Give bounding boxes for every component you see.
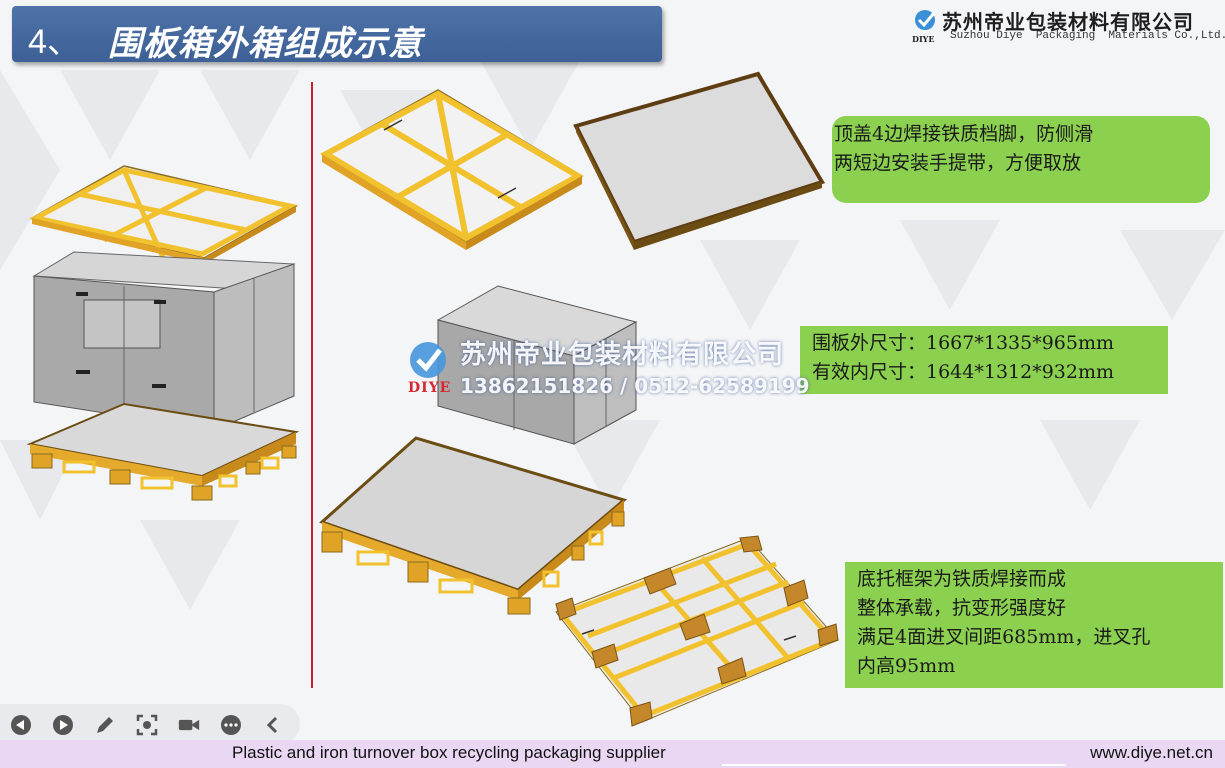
pallet-note-line: 底托框架为铁质焊接而成 xyxy=(857,568,1067,590)
watermark-logo-text: DIYE xyxy=(408,380,452,396)
more-icon[interactable] xyxy=(220,714,242,736)
slide-title: 围板箱外箱组成示意 xyxy=(108,24,423,64)
pallet-note-line: 整体承载，抗变形强度好 xyxy=(857,597,1067,619)
check-icon: DIYE xyxy=(912,10,936,43)
collapse-icon[interactable] xyxy=(262,714,284,736)
pallet-frame-illustration xyxy=(555,535,839,727)
sleeve-note-line: 围板外尺寸：1667*1335*965mm xyxy=(812,332,1115,354)
assembly-exploded-illustration xyxy=(26,165,300,501)
watermark-company: 苏州帝业包装材料有限公司 xyxy=(460,340,785,370)
pallet-note-line: 内高95mm xyxy=(857,655,956,677)
lid-frame-illustration xyxy=(319,89,585,250)
pallet-description-box: 底托框架为铁质焊接而成 整体承载，抗变形强度好 满足4面进叉间距685mm，进叉… xyxy=(845,562,1223,688)
company-name-en: Suzhou Diye Packaging Materials Co.,Ltd. xyxy=(950,30,1225,42)
section-divider-line xyxy=(311,82,313,688)
footer-tagline: Plastic and iron turnover box recycling … xyxy=(232,743,666,762)
title-number: 4、 xyxy=(28,23,81,61)
pen-icon[interactable] xyxy=(94,714,116,736)
focus-icon[interactable] xyxy=(136,714,158,736)
logo-diye-text: DIYE xyxy=(912,34,935,43)
slide-title-bar: 4、 围板箱外箱组成示意 xyxy=(12,6,662,64)
lid-plate-illustration xyxy=(573,71,826,250)
pallet-note-line: 满足4面进叉间距685mm，进叉孔 xyxy=(857,626,1151,648)
slideshow-toolbar xyxy=(0,704,300,744)
footer-underline xyxy=(722,764,1066,766)
watermark-check-icon xyxy=(410,342,446,378)
pallet-base-illustration xyxy=(319,436,628,615)
watermark: DIYE 苏州帝业包装材料有限公司 13862151826 / 0512-625… xyxy=(406,334,826,404)
sleeve-dimensions-box: 围板外尺寸：1667*1335*965mm 有效内尺寸：1644*1312*93… xyxy=(800,326,1168,394)
footer-bar: Plastic and iron turnover box recycling … xyxy=(0,740,1225,768)
company-name-cn: 苏州帝业包装材料有限公司 xyxy=(942,10,1194,34)
footer-website-link[interactable]: www.diye.net.cn xyxy=(1090,743,1213,762)
company-logo: DIYE 苏州帝业包装材料有限公司 Suzhou Diye Packaging … xyxy=(912,4,1225,46)
sleeve-illustration xyxy=(436,285,638,445)
lid-description-box: 顶盖4边焊接铁质档脚，防侧滑 两短边安装手提带，方便取放 xyxy=(832,116,1210,203)
watermark-phone: 13862151826 / 0512-62589199 xyxy=(460,374,810,398)
lid-note-line: 两短边安装手提带，方便取放 xyxy=(834,152,1082,174)
prev-icon[interactable] xyxy=(10,714,32,736)
play-icon[interactable] xyxy=(52,714,74,736)
sleeve-note-line: 有效内尺寸：1644*1312*932mm xyxy=(812,361,1115,383)
lid-note-line: 顶盖4边焊接铁质档脚，防侧滑 xyxy=(834,123,1094,145)
camera-icon[interactable] xyxy=(178,714,200,736)
